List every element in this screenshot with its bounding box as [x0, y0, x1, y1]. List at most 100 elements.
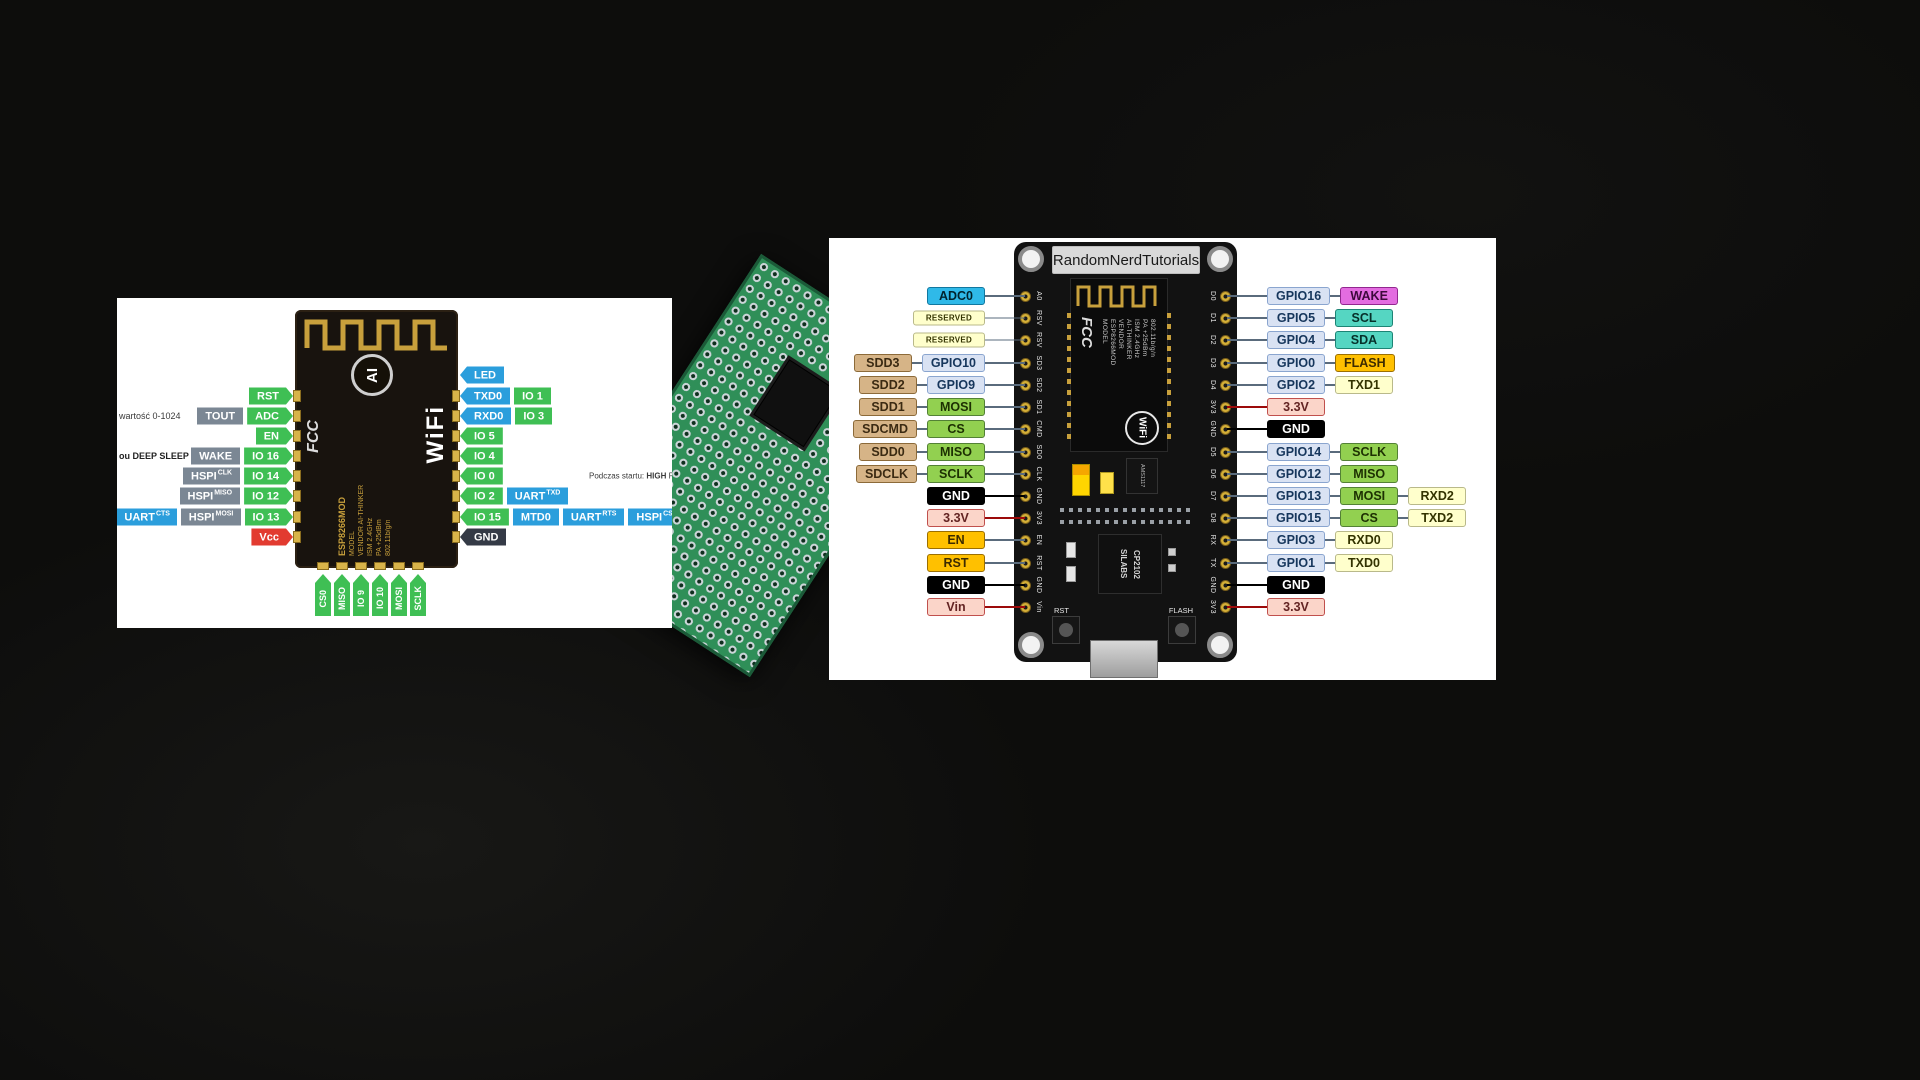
rst-button-label: RST — [1054, 606, 1069, 615]
label-text: IO 9 — [356, 589, 366, 607]
nodemcu-pin-box-gpio9: GPIO9 — [927, 376, 985, 394]
nodemcu-pin-row: Vin — [829, 598, 1025, 616]
board-pin-name-d1: D1 — [1209, 313, 1216, 323]
nodemcu-pin-row: 3.3V — [829, 509, 1025, 527]
mounting-hole — [1207, 632, 1233, 658]
esp12-pin-label-vcc: Vcc — [251, 529, 293, 546]
mounting-hole — [1207, 246, 1233, 272]
pin-wire — [1227, 427, 1267, 431]
pin-wire — [985, 494, 1025, 498]
nodemcu-pin-box-cs: CS — [927, 420, 985, 438]
esp12-pin-label-io-5: IO 5 — [460, 427, 503, 445]
esp12-pin-label-io-16: IO 16 — [244, 448, 293, 465]
label-text: HSPI — [191, 470, 217, 482]
chip-pad — [452, 511, 460, 523]
wifi-logo-text: WiFi — [1136, 417, 1148, 439]
esp12-pin-label-rxd0: RXD0 — [460, 407, 512, 425]
esp12-pin-row: TOUT ADC — [117, 407, 293, 425]
board-pin-name-sd2: SD2 — [1035, 377, 1042, 393]
esp12-pin-label-en: EN — [256, 428, 293, 445]
nodemcu-pin-row: ADC0 — [829, 287, 1025, 305]
nodemcu-pin-box-txd1: TXD1 — [1335, 376, 1393, 394]
nodemcu-pin-box-gpio10: GPIO10 — [921, 354, 985, 372]
board-pin-name-a0: A0 — [1035, 291, 1042, 301]
solder-pad-row — [1060, 508, 1192, 512]
chip-pad — [393, 562, 405, 570]
mounting-hole — [1018, 246, 1044, 272]
nodemcu-pin-box-gpio2: GPIO2 — [1267, 376, 1325, 394]
nodemcu-pin-box-gnd: GND — [927, 576, 985, 594]
nodemcu-pin-box-txd0: TXD0 — [1335, 554, 1393, 572]
board-pin-name-rsv: RSV — [1035, 332, 1042, 348]
pin-wire — [1227, 562, 1267, 564]
board-pin-name-d4: D4 — [1209, 380, 1216, 390]
pin-wire — [1227, 362, 1267, 364]
pin-wire — [985, 605, 1025, 609]
nodemcu-pin-row: GPIO2 TXD1 — [1227, 376, 1393, 394]
chip-pad — [452, 490, 460, 502]
esp12-pin-label-io-3: IO 3 — [515, 407, 553, 425]
label-text: ADC — [255, 410, 279, 422]
esp12-pin-row: EN — [117, 428, 293, 445]
pin-wire — [1330, 295, 1341, 297]
nodemcu-pin-box-wake: WAKE — [1340, 287, 1399, 305]
board-pin-name-d2: D2 — [1209, 335, 1216, 345]
label-text: IO 1 — [522, 390, 543, 402]
nodemcu-pin-box-gpio0: GPIO0 — [1267, 354, 1325, 372]
board-pin-name-d6: D6 — [1209, 469, 1216, 479]
nodemcu-pin-box-mosi: MOSI — [1340, 487, 1399, 505]
esp12-pin-label-io-13: IO 13 — [245, 509, 293, 526]
pin-wire — [1227, 384, 1267, 386]
nodemcu-pin-box-miso: MISO — [1340, 465, 1399, 483]
esp12-bottom-pin-io-9: IO 9 — [353, 574, 369, 616]
pin-wire — [917, 428, 927, 430]
pin-wire — [917, 406, 927, 408]
chip-pad — [293, 531, 301, 543]
esp12-pin-label-rst: RST — [249, 388, 293, 405]
esp12-pin-label-mtd0: MTD0 — [512, 508, 559, 526]
board-pin-name-d3: D3 — [1209, 358, 1216, 368]
label-sup: MOSI — [215, 510, 234, 518]
board-pin-name-3v3: 3V3 — [1035, 511, 1042, 525]
flash-button-label: FLASH — [1168, 606, 1193, 615]
esp12-pin-label-tout: TOUT — [197, 407, 244, 425]
pin-wire — [1227, 339, 1267, 341]
rst-button — [1052, 616, 1080, 644]
pin-wire — [985, 295, 1025, 297]
solder-pad-row — [1060, 520, 1192, 524]
chip-pad — [293, 410, 301, 422]
nodemcu-pin-box-rxd2: RXD2 — [1408, 487, 1467, 505]
nodemcu-pin-row: EN — [829, 531, 1025, 549]
board-pin-name-3v3: 3V3 — [1209, 400, 1216, 414]
nodemcu-pin-row: RESERVED — [829, 332, 1025, 348]
nodemcu-pin-box-sdd0: SDD0 — [859, 443, 917, 461]
board-pin-name-gnd: GND — [1209, 576, 1216, 594]
board-pin-name-vin: Vin — [1035, 601, 1042, 613]
module-text-line: PA +25dBm — [376, 519, 383, 556]
board-pin-name-gnd: GND — [1035, 487, 1042, 505]
nodemcu-pin-row: 3.3V — [1227, 598, 1325, 616]
boot-note-prefix: Podczas startu: — [589, 471, 647, 481]
module-text-line: MODEL — [1101, 319, 1108, 345]
board-pin-name-clk: CLK — [1035, 466, 1042, 482]
esp12-pin-label-io-1: IO 1 — [514, 387, 551, 405]
nodemcu-pin-box-txd2: TXD2 — [1408, 509, 1467, 527]
chip-pad — [452, 450, 460, 462]
label-text: MOSI — [394, 586, 404, 610]
chip-pad — [412, 562, 424, 570]
usb-connector — [1090, 640, 1158, 678]
label-text: Vcc — [259, 531, 279, 543]
pin-wire — [1227, 539, 1267, 541]
chip-pad — [293, 450, 301, 462]
nodemcu-pin-box-3-3v: 3.3V — [927, 509, 985, 527]
